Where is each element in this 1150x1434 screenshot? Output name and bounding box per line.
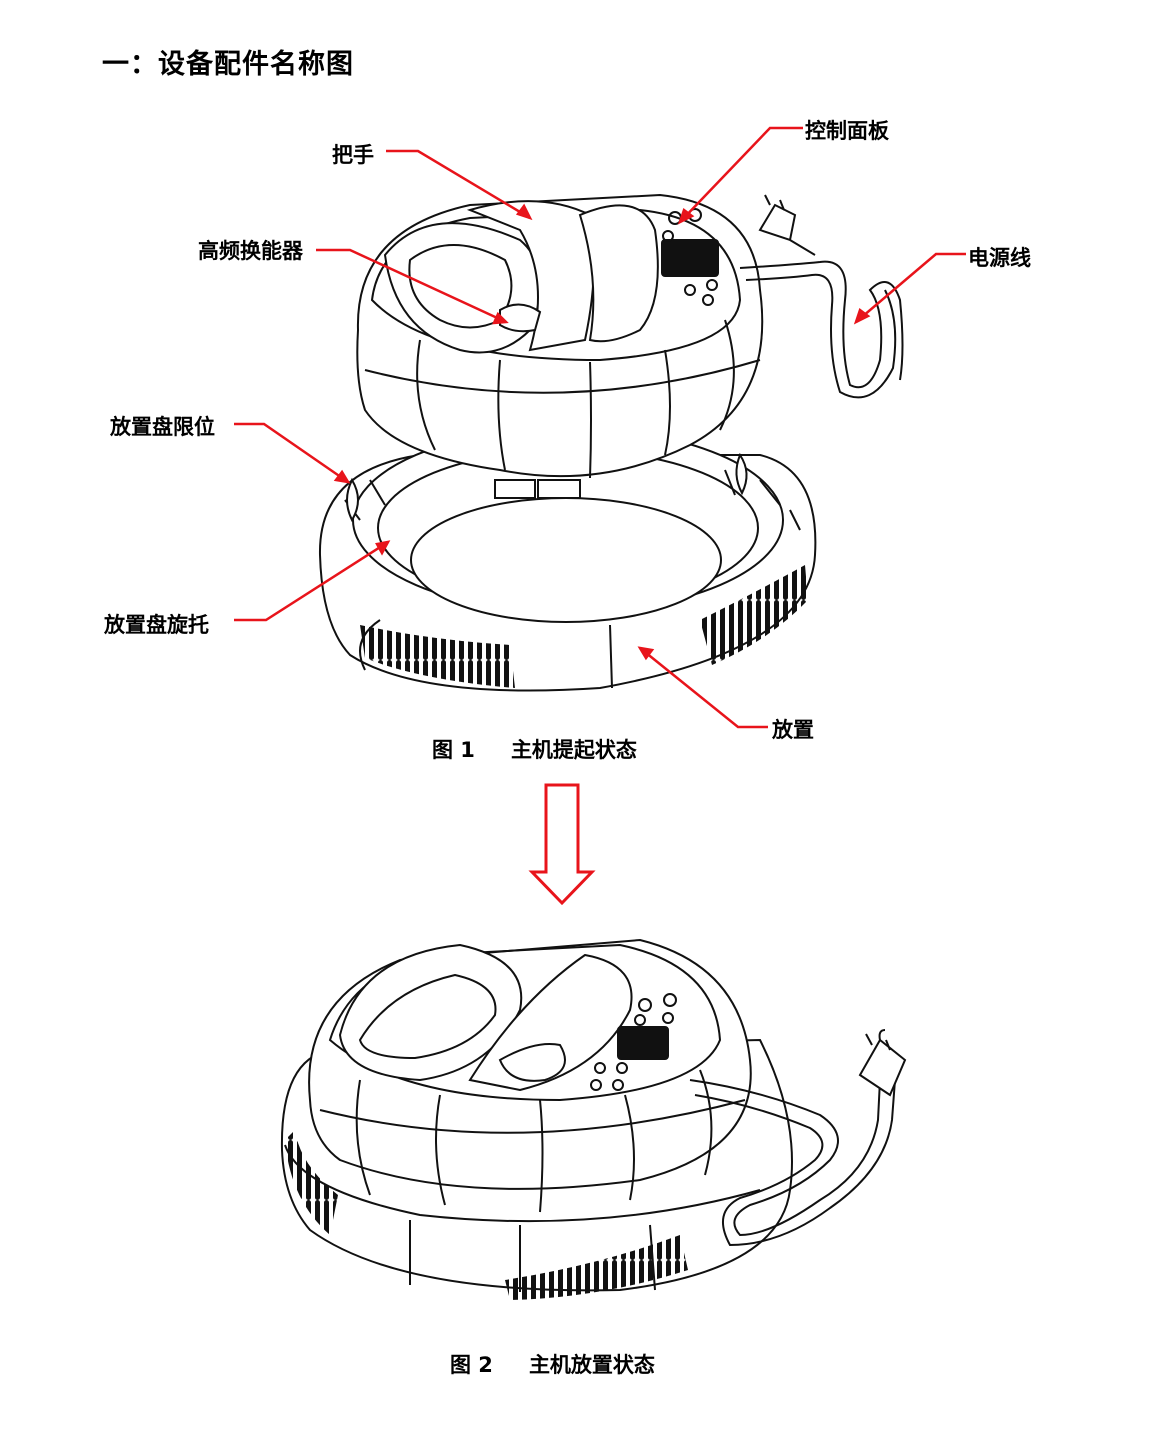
label-tray-rotator: 放置盘旋托: [104, 613, 209, 637]
figure2-device: [280, 938, 907, 1300]
figure2-caption-text: 主机放置状态: [528, 1353, 655, 1377]
leader-handle: [386, 149, 531, 220]
power-cord: [739, 194, 904, 399]
label-power-cord: 电源线: [968, 246, 1031, 270]
label-control-panel: 控制面板: [805, 119, 889, 143]
leader-transducer: [316, 248, 507, 324]
leader-tray-rotator: [234, 540, 389, 622]
figure2-number: 图 2: [450, 1353, 493, 1377]
figure2-caption: 图 2 主机放置状态: [450, 1349, 655, 1379]
base-ring: [318, 427, 817, 692]
figure1-caption-text: 主机提起状态: [510, 738, 637, 762]
label-tray-limit: 放置盘限位: [110, 415, 215, 439]
leader-control-panel: [679, 126, 803, 223]
down-arrow: [528, 783, 596, 906]
label-transducer: 高频换能器: [198, 239, 303, 263]
leader-tray-limit: [234, 422, 349, 484]
figure1-caption: 图 1 主机提起状态: [432, 734, 637, 764]
label-base: 放置: [772, 718, 814, 742]
label-handle: 把手: [332, 143, 374, 167]
leader-power-cord: [855, 252, 966, 323]
figure1-number: 图 1: [432, 738, 475, 762]
leader-lines: [234, 126, 966, 729]
main-dome: [356, 193, 764, 479]
figure1-device: [318, 193, 904, 692]
page-title: 一：设备配件名称图: [102, 49, 354, 80]
leader-base: [639, 647, 768, 729]
